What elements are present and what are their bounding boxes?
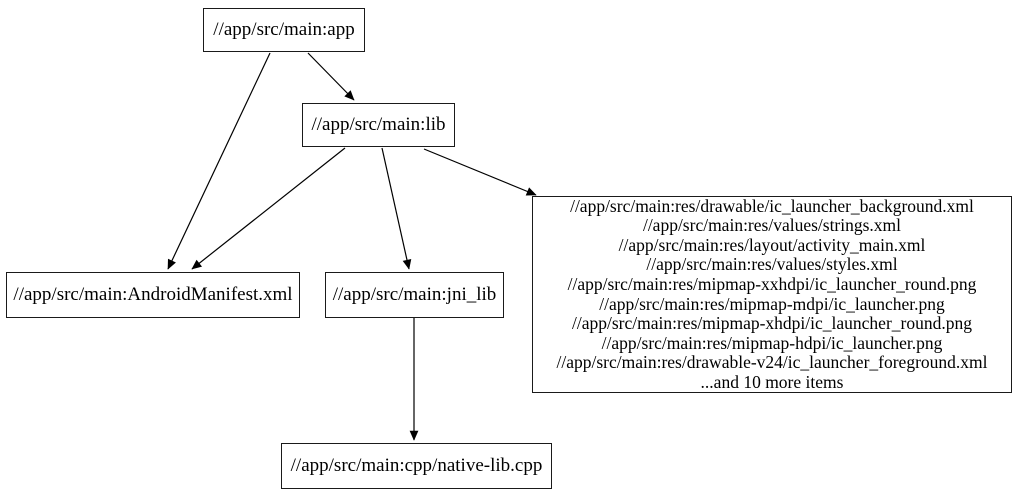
edge-app-to-manifest (167, 52, 271, 270)
resource-item: //app/src/main:res/layout/activity_main.… (618, 234, 926, 255)
resource-item: //app/src/main:res/mipmap-xhdpi/ic_launc… (572, 313, 972, 334)
resource-more-items-note: ...and 10 more items (700, 371, 844, 392)
resource-item: //app/src/main:res/mipmap-mdpi/ic_launch… (599, 293, 945, 314)
graph-node-jni-lib: //app/src/main:jni_lib (325, 272, 504, 318)
graph-node-app: //app/src/main:app (203, 8, 365, 52)
graph-node-resources: //app/src/main:res/drawable/ic_launcher_… (532, 196, 1012, 393)
graph-node-app-label: //app/src/main:app (213, 19, 355, 40)
edge-lib-to-resources (423, 148, 537, 196)
resource-item: //app/src/main:res/mipmap-xxhdpi/ic_laun… (567, 273, 977, 294)
resource-item: //app/src/main:res/mipmap-hdpi/ic_launch… (601, 332, 943, 353)
graph-node-native-lib-cpp: //app/src/main:cpp/native-lib.cpp (281, 443, 552, 489)
edge-app-to-lib (307, 52, 355, 101)
edge-lib-to-manifest (191, 147, 346, 270)
resource-item: //app/src/main:res/drawable/ic_launcher_… (570, 195, 974, 216)
graph-node-lib: //app/src/main:lib (302, 103, 455, 147)
graph-node-native-lib-cpp-label: //app/src/main:cpp/native-lib.cpp (290, 455, 543, 476)
resource-item: //app/src/main:res/drawable-v24/ic_launc… (556, 352, 988, 373)
resource-item: //app/src/main:res/values/strings.xml (642, 215, 902, 236)
graph-node-android-manifest: //app/src/main:AndroidManifest.xml (6, 272, 300, 318)
resource-item: //app/src/main:res/values/styles.xml (646, 254, 898, 275)
graph-node-android-manifest-label: //app/src/main:AndroidManifest.xml (13, 284, 293, 305)
graph-node-lib-label: //app/src/main:lib (311, 114, 446, 135)
graph-node-jni-lib-label: //app/src/main:jni_lib (332, 284, 497, 305)
edge-lib-to-jni-lib (381, 147, 412, 270)
